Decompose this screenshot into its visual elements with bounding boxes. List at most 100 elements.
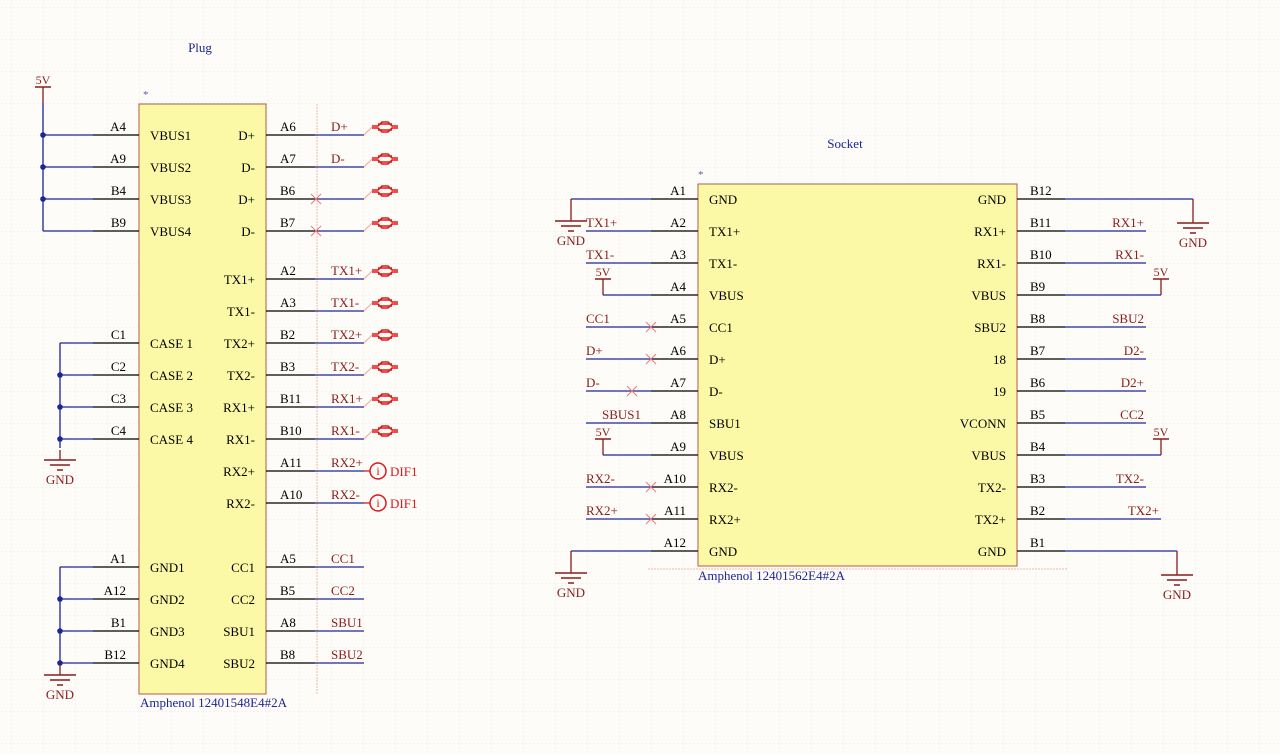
ground-symbol[interactable]: GND: [555, 211, 587, 248]
power-label: 5V: [596, 425, 611, 439]
plug-body[interactable]: [138, 103, 267, 695]
diff-pair-port-icon[interactable]: [363, 329, 398, 344]
diff-pair-port-icon[interactable]: [363, 185, 398, 200]
plug-right-pin[interactable]: D+B6: [238, 183, 398, 207]
ground-symbol[interactable]: GND: [1177, 213, 1209, 250]
diff-pair-port-icon[interactable]: [363, 217, 398, 232]
diff-pair-port-icon[interactable]: [363, 361, 398, 376]
pin-name: TX2-: [978, 480, 1006, 495]
pin-number: A1: [110, 551, 126, 566]
ground-symbol[interactable]: GND: [44, 665, 76, 702]
pin-number: A12: [104, 583, 126, 598]
diff-pair-glyph: [372, 153, 398, 165]
diff-pair-port-icon[interactable]: [363, 297, 398, 312]
net-label: CC1: [331, 551, 355, 566]
net-label: TX2-: [331, 359, 359, 374]
pin-number: C3: [111, 391, 126, 406]
power-port-5v[interactable]: 5V: [1153, 265, 1169, 280]
ground-symbol[interactable]: GND: [44, 450, 76, 487]
port-label: DIF1: [390, 496, 417, 511]
diff-pair-port-icon[interactable]: [363, 153, 398, 168]
socket-left-pin[interactable]: A6D+D+: [586, 343, 726, 367]
power-port-5v[interactable]: 5V: [35, 73, 51, 88]
pin-name: GND: [709, 192, 737, 207]
ground-symbol[interactable]: GND: [1161, 565, 1193, 602]
socket-title: Socket: [827, 136, 863, 151]
socket-left-pin[interactable]: A7D-D-: [586, 375, 723, 399]
diff-pair-port-icon[interactable]: [363, 393, 398, 408]
socket-body[interactable]: [697, 183, 1018, 567]
plug-title: Plug: [188, 40, 212, 55]
info-glyph: i: [376, 464, 380, 478]
diff-pair-port-icon[interactable]: [363, 265, 398, 280]
plug-right-pin[interactable]: D-B7: [241, 215, 398, 239]
pin-number: B8: [1030, 311, 1045, 326]
socket-part-number: Amphenol 12401562E4#2A: [698, 568, 846, 583]
pin-number: B1: [1030, 535, 1045, 550]
power-port-5v[interactable]: 5V: [595, 425, 611, 440]
ground-label: GND: [46, 472, 74, 487]
power-port-5v[interactable]: 5V: [595, 265, 611, 280]
pin-name: D-: [241, 160, 255, 175]
power-port-5v[interactable]: 5V: [1153, 425, 1169, 440]
socket-component-group[interactable]: Socket * Amphenol 12401562E4#2A A1GNDGND…: [555, 136, 1209, 602]
plug-component-group[interactable]: Plug * Amphenol 12401548E4#2A A4VBUS1A9V…: [35, 40, 417, 710]
diff-pair-lead: [363, 126, 373, 136]
junction-dot: [57, 436, 63, 442]
diff-pair-port-icon[interactable]: [363, 121, 398, 136]
diff-pair-port-icon[interactable]: [363, 425, 398, 440]
ground-symbol[interactable]: GND: [555, 563, 587, 600]
